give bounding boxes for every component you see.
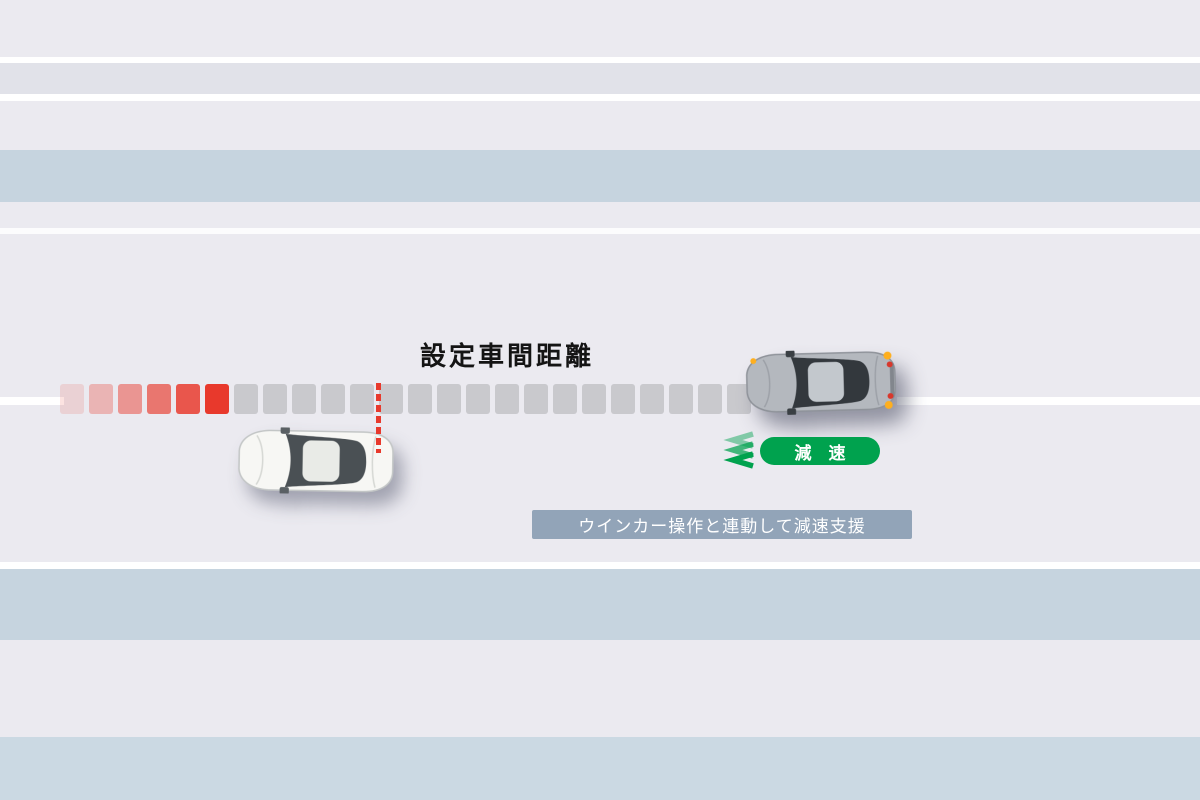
taillight (886, 361, 893, 368)
distance-marker (321, 384, 345, 414)
distance-marker (379, 384, 403, 414)
distance-marker (524, 384, 548, 414)
caption-banner: ウインカー操作と連動して減速支援 (532, 510, 912, 539)
road-edge-line (0, 57, 1200, 63)
car-top-view-icon (745, 350, 897, 416)
distance-marker (234, 384, 258, 414)
road-edge-line (0, 228, 1200, 234)
road-stripe-bottom (0, 737, 1200, 800)
distance-marker (582, 384, 606, 414)
distance-marker (611, 384, 635, 414)
taillight (887, 393, 894, 399)
road-stripe-upper (0, 150, 1200, 202)
lead-car (233, 426, 398, 496)
lane-line-segment-right (897, 397, 1200, 405)
distance-label: 設定車間距離 (420, 341, 595, 371)
distance-marker (408, 384, 432, 414)
distance-marker (176, 384, 200, 414)
lane-line-segment-left (0, 397, 64, 405)
decel-badge: 減 速 (760, 437, 880, 465)
distance-marker (60, 384, 84, 414)
distance-marker (118, 384, 142, 414)
distance-marker (466, 384, 490, 414)
distance-marker (350, 384, 374, 414)
ego-car (741, 348, 901, 416)
distance-marker-row (60, 384, 751, 414)
car-top-view-icon (238, 426, 394, 495)
distance-marker (553, 384, 577, 414)
road-stripe-lower (0, 569, 1200, 640)
turn-signal-lamp (750, 358, 757, 365)
distance-marker (640, 384, 664, 414)
decel-chevrons-icon (722, 431, 758, 469)
distance-marker (292, 384, 316, 414)
distance-marker (89, 384, 113, 414)
road-edge-line (0, 562, 1200, 569)
distance-marker (495, 384, 519, 414)
distance-marker (147, 384, 171, 414)
distance-marker (669, 384, 693, 414)
distance-marker (205, 384, 229, 414)
distance-marker (437, 384, 461, 414)
distance-marker (698, 384, 722, 414)
turn-signal-lamp (884, 400, 893, 409)
distance-marker (263, 384, 287, 414)
road-edge-line (0, 94, 1200, 101)
set-distance-line (376, 383, 381, 453)
turn-signal-lamp (883, 351, 892, 360)
road-shoulder-band (0, 63, 1200, 94)
